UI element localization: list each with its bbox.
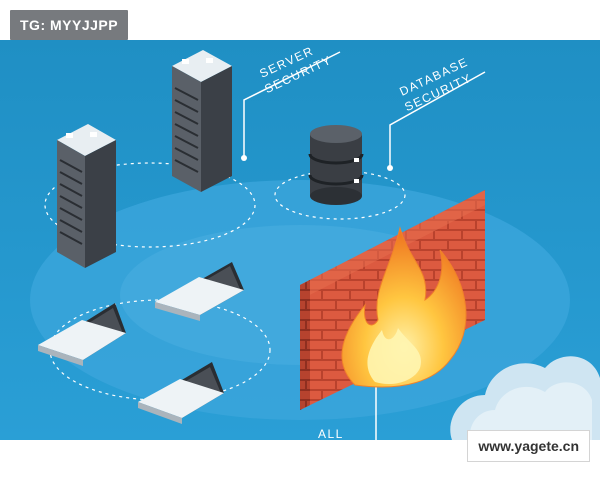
laptop-left [38,303,126,366]
server-tower-left [57,124,116,268]
database-callout-line [389,71,486,168]
server-tower-right [172,50,232,192]
firewall-label-partial: ALL [318,427,344,441]
database-cylinder [308,125,364,205]
cloud-icon [450,356,600,440]
server-ring [44,162,256,248]
fire-icon [341,226,467,388]
watermark-bottom: www.yagete.cn [467,430,590,462]
server-callout-dot [241,155,247,161]
laptop-top-right [155,262,244,321]
server-callout-line [243,51,341,158]
database-callout-dot [387,165,393,171]
watermark-top: TG: MYYJJPP [10,10,129,40]
database-ring [274,170,406,220]
laptop-bottom [138,362,224,424]
